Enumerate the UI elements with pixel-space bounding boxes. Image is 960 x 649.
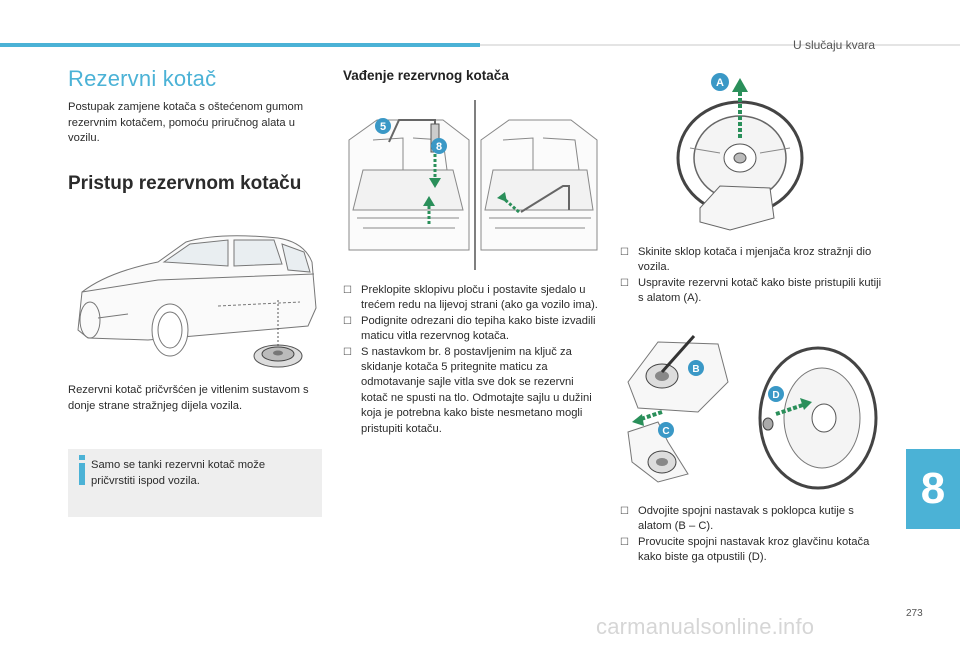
figure-label-B: B xyxy=(692,364,699,375)
checkbox-bullet-icon: ☐ xyxy=(620,506,629,517)
removal-steps-list: ☐Preklopite sklopivu ploču i postavite s… xyxy=(343,283,599,437)
checkbox-bullet-icon: ☐ xyxy=(343,285,352,296)
header-accent-bar xyxy=(0,43,480,47)
intro-paragraph: Postupak zamjene kotača s oštećenom gumo… xyxy=(68,101,304,145)
header-divider xyxy=(480,44,960,46)
figure-label-5: 5 xyxy=(380,121,386,133)
chapter-tab: 8 xyxy=(906,449,960,529)
checkbox-bullet-icon: ☐ xyxy=(343,315,352,327)
info-icon xyxy=(79,455,85,485)
figure-label-C: C xyxy=(662,426,669,437)
list-item: ☐Provucite spojni nastavak kroz glavčinu… xyxy=(620,535,870,564)
connector-detach-illustration: B C D xyxy=(627,335,878,490)
figure-label-A: A xyxy=(716,77,724,89)
checkbox-bullet-icon: ☐ xyxy=(620,247,629,258)
page-title: Rezervni kotač xyxy=(68,66,217,91)
list-item: ☐S nastavkom br. 8 postavljenim na ključ… xyxy=(343,345,592,435)
list-item: ☐Uspravite rezervni kotač kako biste pri… xyxy=(620,276,882,305)
caption-paragraph: Rezervni kotač pričvršćen je vitlenim su… xyxy=(68,384,309,412)
car-underside-spare-illustration xyxy=(77,235,317,368)
checkbox-bullet-icon: ☐ xyxy=(343,346,352,358)
list-item: ☐ Skinite sklop kotača i mjenjača kroz s… xyxy=(620,246,872,274)
checkbox-bullet-icon: ☐ xyxy=(620,536,629,548)
right-steps-bottom: ☐Odvojite spojni nastavak s poklopca kut… xyxy=(620,504,882,566)
note-box xyxy=(68,449,322,517)
figure-label-D: D xyxy=(772,390,779,401)
checkbox-bullet-icon: ☐ xyxy=(620,277,629,289)
figure-label-8: 8 xyxy=(436,141,442,153)
section-heading-removal: Vađenje rezervnog kotača xyxy=(343,68,509,83)
section-title: U slučaju kvara xyxy=(792,38,875,52)
trunk-winch-illustration: 5 8 xyxy=(348,100,598,270)
list-item: ☐Podignite odrezani dio tepiha kako bist… xyxy=(343,314,596,343)
note-text: Samo se tanki rezervni kotač može pričvr… xyxy=(91,459,266,487)
watermark: carmanualsonline.info xyxy=(596,614,815,639)
subsection-heading: Pristup rezervnom kotaču xyxy=(68,173,302,194)
spare-wheel-on-ground xyxy=(253,300,303,368)
spare-wheel-toolbox-illustration: A xyxy=(676,73,804,231)
right-steps-top: ☐ Skinite sklop kotača i mjenjača kroz s… xyxy=(620,245,882,307)
list-item: ☐Odvojite spojni nastavak s poklopca kut… xyxy=(620,505,854,533)
page-number: 273 xyxy=(906,608,923,619)
list-item: ☐Preklopite sklopivu ploču i postavite s… xyxy=(343,284,598,312)
